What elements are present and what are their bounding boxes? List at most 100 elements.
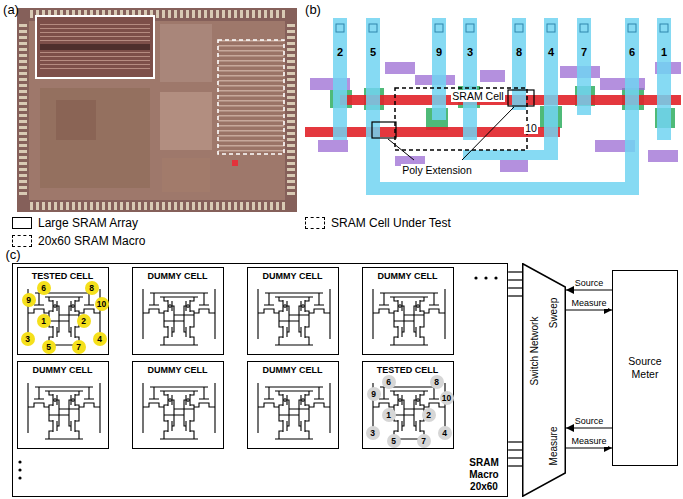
metal-column [366,18,380,195]
connector [508,457,522,458]
metal-column [432,18,446,120]
chip-block [56,100,96,140]
callout-circle: 4 [438,426,452,440]
metal-column [544,18,558,160]
array-texture [40,22,150,72]
cell-label: DUMMY CELL [18,365,108,376]
poly-extension-box [508,90,534,106]
callout-number: 10 [95,297,109,311]
connector [508,465,522,466]
legend-text: 20x60 SRAM Macro [38,234,145,248]
panel-label: (a) [3,3,19,18]
callout-number: 6 [37,281,51,295]
callout-number: 3 [366,426,380,440]
legend-sample [12,235,32,247]
connector [508,441,522,442]
chip-block [162,158,210,192]
callout-number: 3 [467,46,473,59]
callout-circle: 8 [85,281,99,295]
callout-circle: 3 [21,332,35,346]
callout-circle: 6 [382,375,396,389]
callout-number: 4 [548,46,554,59]
connector [566,289,612,290]
metal-layer [318,140,348,152]
ellipsis-dot [18,460,21,463]
callout-number: 1 [661,46,667,59]
pad-row [287,24,295,198]
connector [508,295,522,296]
metal-column [657,18,671,140]
metal-layer [500,160,528,172]
ellipsis-dot [18,476,21,479]
callout-circle: 9 [367,387,381,401]
callout-number: 9 [22,293,36,307]
poly-extension-box [372,122,396,138]
callout-circle: 2 [77,314,91,328]
annotation-label: SRAM Cell [451,90,504,102]
source-meter-box: Source Meter [612,270,678,466]
via [580,24,588,32]
sram-cell-box: DUMMY CELL [247,267,339,355]
callout-number: 4 [438,426,452,440]
callout-number: 2 [422,408,436,422]
chip-die [17,8,297,212]
mux-trapezoid [523,264,566,497]
callout-number: 7 [72,340,86,354]
edge-label: Source [574,278,605,289]
cell-label: DUMMY CELL [133,365,223,376]
sram-macro-box: SRAM Macro 20x60TESTED CELL68910123457DU… [12,263,508,497]
via [628,24,636,32]
callout-number: 6 [382,375,396,389]
via [547,24,555,32]
legend-sample [12,217,32,229]
sram-cell-box: TESTED CELL68910123457 [362,361,454,449]
annotation-label: Poly Extension [401,164,472,176]
metal-column [625,18,639,195]
callout-circle: 7 [417,434,431,448]
callout-number: 3 [21,332,35,346]
callout-circle: 1 [37,314,51,328]
chip-block [40,88,150,188]
cell-label: TESTED CELL [18,271,108,282]
sram-cell-box: DUMMY CELL [132,267,224,355]
cell-schematic [258,289,330,345]
callout-number: 5 [42,340,56,354]
callout-circle: 5 [387,434,401,448]
connector [566,427,612,428]
callout-number: 5 [387,434,401,448]
edge-label: Measure [570,436,607,447]
chip-block [160,92,212,150]
via [336,24,344,32]
macro-label: SRAM Macro 20x60 [464,457,504,493]
callout-number: 5 [370,46,376,59]
callout-number: 9 [367,387,381,401]
sram-cell-box: DUMMY CELL [17,361,109,449]
ellipsis-dot [484,276,487,279]
sram-cell-box: DUMMY CELL [362,267,454,355]
panel-label: (c) [5,248,20,263]
connector [508,279,522,280]
via [466,24,474,32]
via [660,24,668,32]
panel-label: (b) [305,3,321,18]
metal-bus [463,150,558,160]
pad-row [28,202,286,210]
callout-circle: 7 [72,340,86,354]
callout-number: 6 [629,46,635,59]
mux-label: Sweep [548,298,560,329]
callout-circle: 4 [93,332,107,346]
connector [566,309,612,310]
connector [508,287,522,288]
mux-outline [522,263,566,497]
callout-circle: 9 [22,293,36,307]
leader-line [388,107,514,160]
callout-number: 9 [436,46,442,59]
ellipsis-dot [18,468,21,471]
callout-circle: 1 [382,408,396,422]
cell-label: DUMMY CELL [248,271,338,282]
sram-cell-box: TESTED CELL6 8 9 10 1 2 3 4 5 7 [17,267,109,355]
callout-number: 7 [581,46,587,59]
legend-text: Large SRAM Array [38,216,138,230]
